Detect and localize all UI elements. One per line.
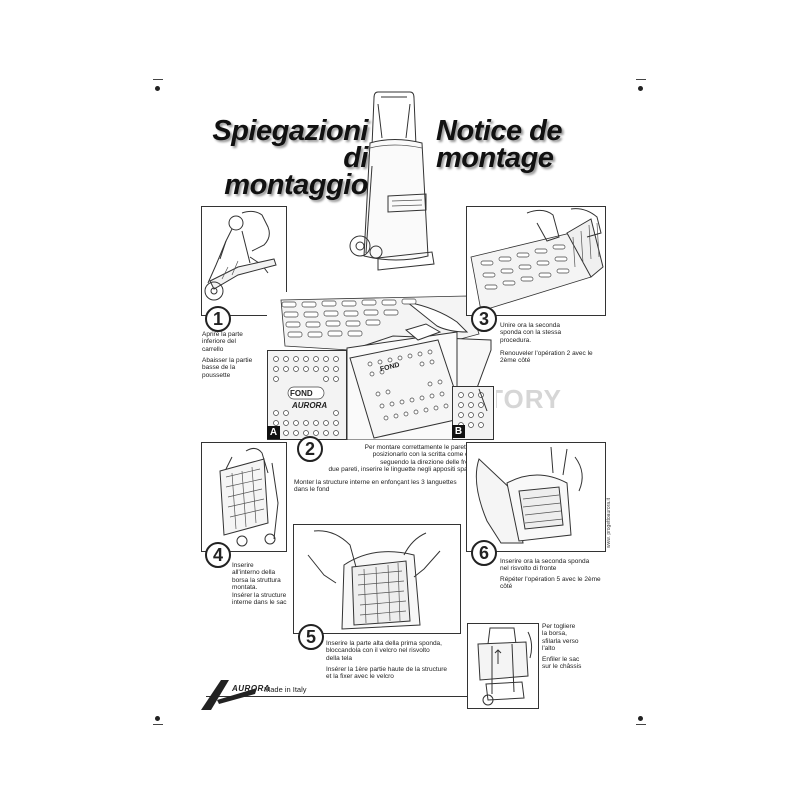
- title-italian-line2: di montaggio: [224, 142, 368, 201]
- step2-fond-board: [349, 323, 465, 439]
- registration-mark-bottom-right: [638, 716, 643, 721]
- registration-mark-top-left: [155, 86, 160, 91]
- registration-mark-top-right: [638, 86, 643, 91]
- step6-caption-italian: Inserire ora la seconda sponda nel risvo…: [500, 558, 590, 573]
- detail-a-illustration: FOND AURORA: [267, 350, 347, 440]
- step2-caption-french: Monter la structure interne en enfonçant…: [294, 479, 457, 494]
- step6-number: 6: [471, 540, 497, 566]
- step1-caption-italian: Aprire la parte inferiore del carrello: [202, 331, 243, 353]
- step3-caption-french: Renouveler l'opération 2 avec le 2ème cô…: [500, 350, 593, 365]
- step2-number: 2: [297, 436, 323, 462]
- step2-grid-top: [281, 298, 417, 338]
- shopping-trolley-illustration: [349, 91, 435, 271]
- aurora-logo-mark: [201, 680, 257, 710]
- step4-number: 4: [205, 542, 231, 568]
- crop-mark: [153, 79, 163, 80]
- remove-bag-caption-french: Enfiler le sac sur le châssis: [542, 656, 582, 671]
- step5-number: 5: [298, 624, 324, 650]
- remove-bag-caption-italian: Per togliere la borsa, sfilarla verso l'…: [542, 623, 579, 653]
- title-french: Notice de montage: [436, 115, 563, 174]
- step2-caption-italian: Per montare correttamente le pareti al f…: [328, 444, 494, 474]
- step5-caption-french: Insérer la 1ère partie haute de la struc…: [326, 666, 448, 681]
- step4-caption-french: Insérer la structure interne dans le sac: [232, 592, 287, 607]
- step5-illustration: [293, 524, 461, 634]
- step1-caption-french: Abaisser la partie basse de la poussette: [202, 357, 253, 379]
- crop-mark: [153, 724, 163, 725]
- step4-caption-italian: Inserire all'interno della borsa la stru…: [232, 562, 281, 592]
- crop-mark: [636, 79, 646, 80]
- remove-bag-illustration: [467, 623, 539, 709]
- title-french-line2: montage: [436, 142, 554, 174]
- title-italian: Spiegazioni di montaggio: [200, 115, 368, 201]
- registration-mark-bottom-left: [155, 716, 160, 721]
- title-italian-line1: Spiegazioni: [212, 115, 368, 147]
- detail-a-fond-label: FOND: [290, 389, 313, 398]
- step6-illustration: [466, 442, 606, 552]
- aurora-logo-text: AURORA: [232, 684, 271, 693]
- step1-number: 1: [205, 306, 231, 332]
- website-vertical-text: www. progettoaurora.it: [606, 497, 612, 548]
- title-french-line1: Notice de: [436, 115, 563, 147]
- step3-number: 3: [471, 306, 497, 332]
- detail-b-label: B: [452, 425, 465, 438]
- detail-a-brand-label: AURORA: [292, 401, 328, 410]
- step4-illustration: [201, 442, 287, 552]
- made-in-italy: Made in Italy: [264, 685, 307, 694]
- footer-rule: [206, 696, 468, 697]
- step6-caption-french: Répéter l'opération 5 avec le 2ème côté: [500, 576, 601, 591]
- step3-caption-italian: Unire ora la seconda sponda con la stess…: [500, 322, 562, 344]
- crop-mark: [636, 724, 646, 725]
- step5-caption-italian: Inserire la parte alta della prima spond…: [326, 640, 442, 662]
- step3-illustration: [466, 206, 606, 316]
- detail-a-label: A: [267, 426, 280, 439]
